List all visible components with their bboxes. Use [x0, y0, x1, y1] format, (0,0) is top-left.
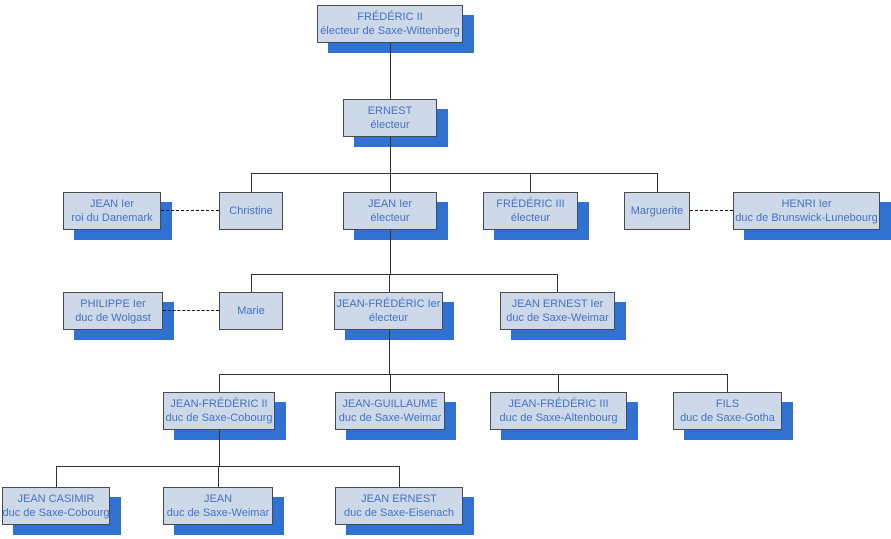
node-jean-ier: JEAN Ier électeur [343, 192, 437, 230]
person-name: ERNEST [367, 105, 413, 117]
node-jean-frederic-ii: JEAN-FRÉDÉRIC II duc de Saxe-Cobourg [163, 392, 275, 430]
person-title: duc de Saxe-Weimar [338, 412, 442, 424]
person-name: HENRI Ier [781, 198, 832, 210]
connector-line [389, 274, 390, 292]
person-title: duc de Saxe-Eisenach [343, 507, 455, 519]
connector-line [219, 430, 220, 466]
node-frederic-ii: FRÉDÉRIC II électeur de Saxe-Wittenberg [317, 5, 463, 43]
connector-line [389, 330, 390, 374]
connector-line [251, 274, 252, 292]
person-title: duc de Saxe-Weimar [506, 312, 609, 324]
connector-line [390, 137, 391, 173]
node-jean: JEAN duc de Saxe-Weimar [163, 487, 273, 525]
connector-line [219, 374, 220, 392]
connector-line [530, 173, 531, 192]
person-title: électeur [510, 212, 551, 224]
person-name: JEAN Ier [89, 198, 134, 210]
node-jean-ernest: JEAN ERNEST duc de Saxe-Eisenach [335, 487, 463, 525]
node-ernest: ERNEST électeur [343, 99, 437, 137]
marriage-line [161, 210, 219, 211]
connector-line [219, 374, 728, 375]
connector-line [390, 173, 391, 192]
connector-line [390, 43, 391, 99]
connector-line [390, 230, 391, 274]
person-title: duc de Brunswick-Lunebourg [735, 212, 878, 224]
person-name: JEAN [203, 493, 233, 505]
person-name: JEAN-FRÉDÉRIC III [508, 398, 609, 410]
node-jean-casimir: JEAN CASIMIR duc de Saxe-Cobourg [2, 487, 110, 525]
node-jean-guillaume: JEAN-GUILLAUME duc de Saxe-Weimar [335, 392, 445, 430]
person-name: JEAN CASIMIR [17, 493, 95, 505]
node-frederic-iii: FRÉDÉRIC III électeur [483, 192, 578, 230]
node-fils: FILS duc de Saxe-Gotha [673, 392, 782, 430]
person-name: FILS [715, 398, 740, 410]
person-name: JEAN ERNEST [361, 493, 437, 505]
person-name: JEAN ERNEST Ier [511, 298, 604, 310]
connector-line [218, 466, 219, 487]
person-name: JEAN-FRÉDÉRIC II [170, 398, 268, 410]
node-philippe-ier: PHILIPPE Ier duc de Wolgast [63, 292, 163, 330]
person-name: JEAN Ier [367, 198, 412, 210]
connector-line [390, 374, 391, 392]
person-name: FRÉDÉRIC II [357, 11, 423, 23]
person-name: Marie [237, 305, 265, 317]
node-jean-frederic-iii: JEAN-FRÉDÉRIC III duc de Saxe-Altenbourg [490, 392, 627, 430]
person-title: duc de Wolgast [75, 312, 151, 324]
connector-line [727, 374, 728, 392]
person-name: FRÉDÉRIC III [496, 198, 565, 210]
person-name: Christine [229, 205, 273, 217]
connector-line [56, 466, 57, 487]
marriage-line [163, 310, 219, 311]
node-marguerite: Marguerite [624, 192, 690, 230]
person-name: Marguerite [630, 205, 684, 217]
person-name: JEAN-FRÉDÉRIC Ier [336, 298, 441, 310]
node-jean-frederic-ier: JEAN-FRÉDÉRIC Ier électeur [334, 292, 443, 330]
person-title: électeur de Saxe-Wittenberg [320, 25, 460, 37]
person-title: électeur [370, 212, 410, 224]
node-henri-ier: HENRI Ier duc de Brunswick-Lunebourg [733, 192, 880, 230]
person-name: PHILIPPE Ier [80, 298, 146, 310]
person-name: JEAN-GUILLAUME [342, 398, 438, 410]
person-title: duc de Saxe-Weimar [166, 507, 270, 519]
person-title: duc de Saxe-Gotha [680, 412, 775, 424]
person-title: duc de Saxe-Altenbourg [499, 412, 618, 424]
connector-line [558, 374, 559, 392]
connector-line [557, 274, 558, 292]
node-jean-ernest-ier: JEAN ERNEST Ier duc de Saxe-Weimar [500, 292, 615, 330]
person-title: roi du Danemark [71, 212, 153, 224]
connector-line [251, 274, 558, 275]
connector-line [251, 173, 252, 192]
person-title: duc de Saxe-Cobourg [165, 412, 273, 424]
connector-line [251, 173, 658, 174]
node-christine: Christine [219, 192, 283, 230]
person-title: électeur [368, 312, 409, 324]
person-title: électeur [370, 119, 410, 131]
person-title: duc de Saxe-Cobourg [2, 507, 110, 519]
node-jean-ier-danemark: JEAN Ier roi du Danemark [63, 192, 161, 230]
connector-line [399, 466, 400, 487]
connector-line [657, 173, 658, 192]
node-marie: Marie [219, 292, 283, 330]
marriage-line [690, 210, 733, 211]
connector-line [56, 466, 400, 467]
